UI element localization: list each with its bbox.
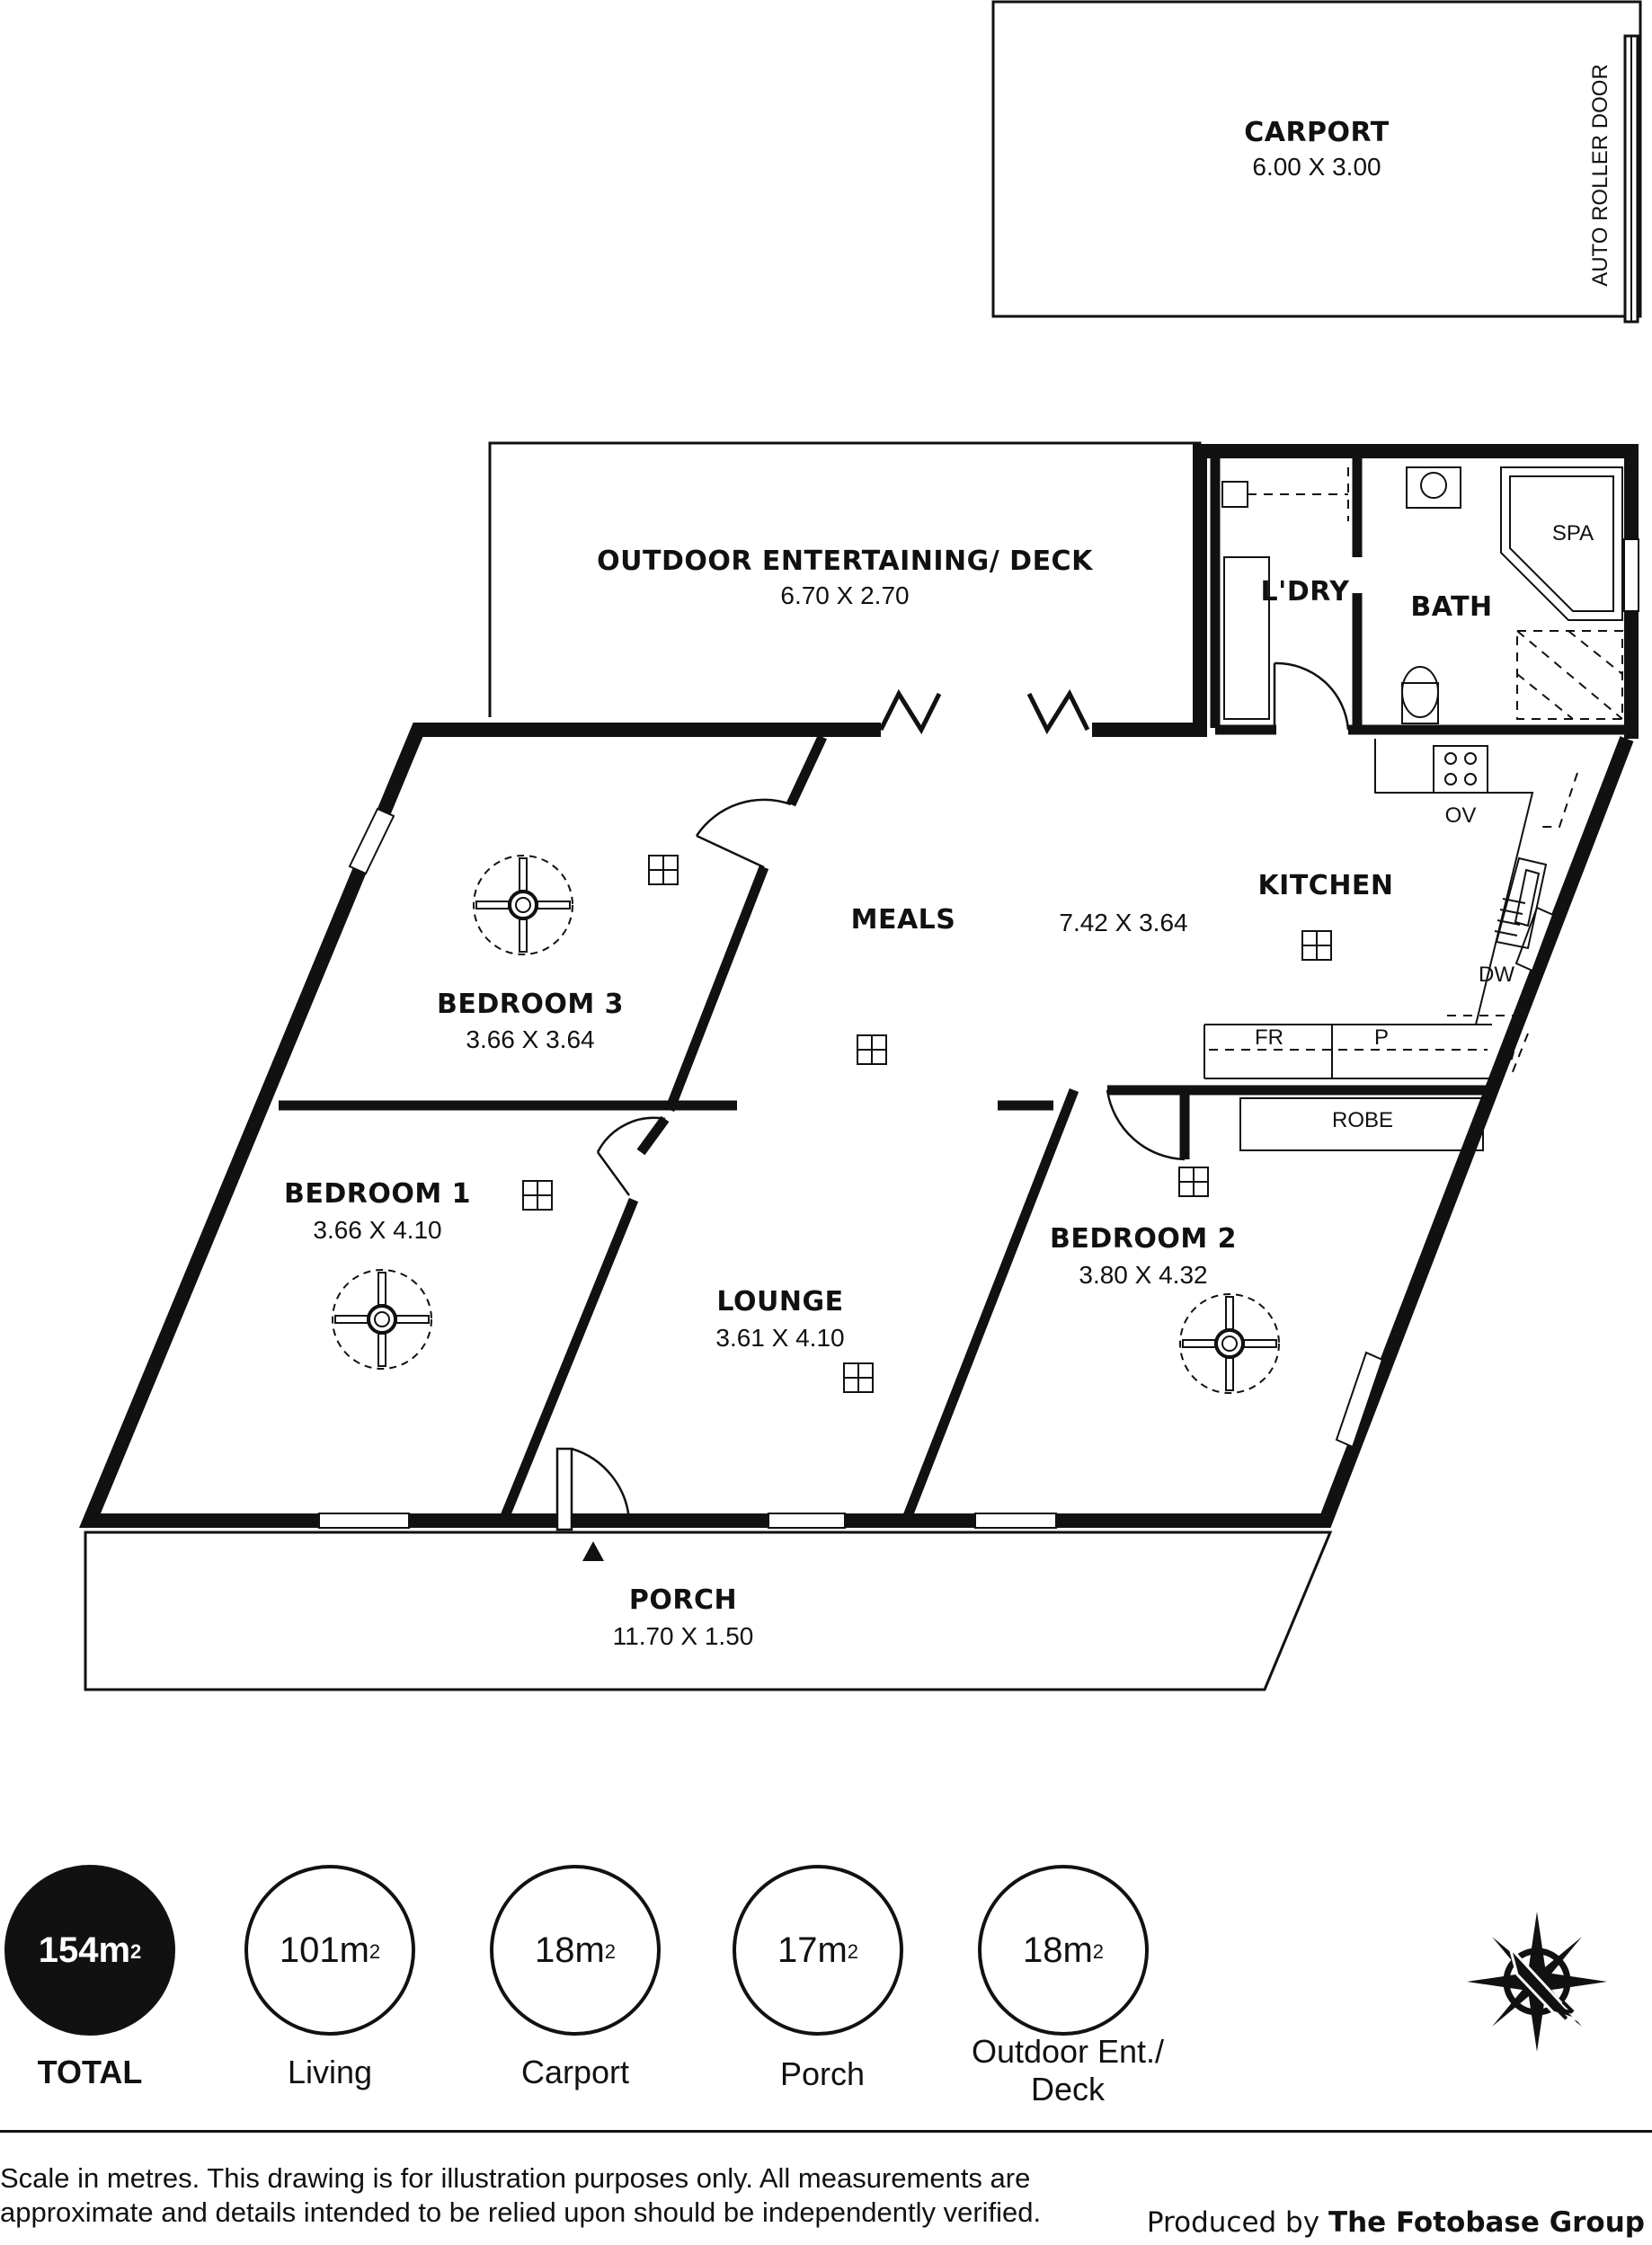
bedroom2-dim: 3.80 X 4.32 xyxy=(1079,1261,1207,1289)
ceiling-fans xyxy=(332,855,1280,1394)
carport-area-label: Carport xyxy=(520,2054,630,2090)
footer-divider xyxy=(0,2130,1652,2133)
producer-credit: Produced by The Fotobase Group xyxy=(1147,2206,1645,2239)
porch-area-label: Porch xyxy=(779,2055,866,2092)
outdoor-area-unit: 2 xyxy=(1092,1940,1105,1963)
porch-area-unit: 2 xyxy=(847,1940,859,1963)
carport-name: CARPORT xyxy=(1244,117,1390,148)
porch-dim: 11.70 X 1.50 xyxy=(613,1622,754,1650)
total-area-value: 154m xyxy=(38,1930,131,1970)
outdoor-area-label-line1: Outdoor Ent./ xyxy=(971,2033,1165,2070)
disclaimer: Scale in metres. This drawing is for ill… xyxy=(0,2161,1222,2230)
wet-area-fittings xyxy=(1221,466,1623,724)
outdoor-area-value: 18m xyxy=(1022,1930,1093,1970)
kitchen-dim: 7.42 X 3.64 xyxy=(1059,909,1187,936)
lounge-name: LOUNGE xyxy=(716,1286,843,1318)
producer-company: The Fotobase Group xyxy=(1328,2206,1645,2239)
fridge-label: FR xyxy=(1255,1025,1283,1050)
disclaimer-line1: Scale in metres. This drawing is for ill… xyxy=(0,2162,1031,2194)
total-area-unit: 2 xyxy=(130,1940,142,1963)
bedroom1-name: BEDROOM 1 xyxy=(284,1178,471,1210)
porch-name: PORCH xyxy=(629,1584,737,1616)
bath-name: BATH xyxy=(1410,591,1492,623)
lounge-dim: 3.61 X 4.10 xyxy=(715,1324,844,1352)
north-compass-icon: N xyxy=(1467,1912,1607,2052)
entry-arrow xyxy=(582,1541,604,1561)
robe-label: ROBE xyxy=(1332,1108,1393,1132)
external-walls xyxy=(79,444,1639,1528)
deck-outline xyxy=(488,441,1202,717)
pantry-label: P xyxy=(1374,1025,1389,1050)
producer-prefix: Produced by xyxy=(1146,2206,1320,2239)
floor-plan: CARPORT 6.00 X 3.00 AUTO ROLLER DOOR OUT… xyxy=(79,0,1642,1691)
carport-outline xyxy=(991,0,1642,318)
living-area-unit: 2 xyxy=(369,1940,381,1963)
porch-area-value: 17m xyxy=(777,1930,848,1970)
bifold-doors xyxy=(878,688,1090,735)
carport-area-value: 18m xyxy=(534,1930,605,1970)
porch-outline xyxy=(84,1531,1333,1691)
living-area-label: Living xyxy=(287,2054,373,2090)
total-area-label: TOTAL xyxy=(37,2054,143,2090)
internal-walls xyxy=(279,451,1631,1523)
light-fittings xyxy=(522,855,1332,1393)
kitchen-name: KITCHEN xyxy=(1257,870,1393,901)
bedroom2-name: BEDROOM 2 xyxy=(1050,1223,1237,1255)
outdoor-area-label-line2: Deck xyxy=(1030,2071,1106,2107)
bedroom3-name: BEDROOM 3 xyxy=(437,989,624,1020)
bedroom1-dim: 3.66 X 4.10 xyxy=(313,1216,441,1244)
laundry-name: L'DRY xyxy=(1261,576,1351,608)
meals-name: MEALS xyxy=(851,904,956,936)
carport-area-unit: 2 xyxy=(604,1940,617,1963)
oven-label: OV xyxy=(1445,803,1477,828)
bedroom3-dim: 3.66 X 3.64 xyxy=(466,1025,594,1053)
outdoor-area-label: Outdoor Ent./ Deck xyxy=(951,2033,1185,2108)
outdoor-dim: 6.70 X 2.70 xyxy=(780,581,909,609)
roller-door-label: AUTO ROLLER DOOR xyxy=(1588,64,1612,287)
windows xyxy=(318,538,1639,1529)
disclaimer-line2: approximate and details intended to be r… xyxy=(0,2196,1042,2228)
living-area-value: 101m xyxy=(279,1930,369,1970)
spa-label: SPA xyxy=(1552,521,1594,546)
kitchen-benches xyxy=(1203,739,1578,1151)
dishwasher-label: DW xyxy=(1479,963,1514,987)
door-swings xyxy=(555,661,1350,1531)
outdoor-name: OUTDOOR ENTERTAINING/ DECK xyxy=(597,546,1094,577)
carport-dim: 6.00 X 3.00 xyxy=(1252,153,1381,181)
